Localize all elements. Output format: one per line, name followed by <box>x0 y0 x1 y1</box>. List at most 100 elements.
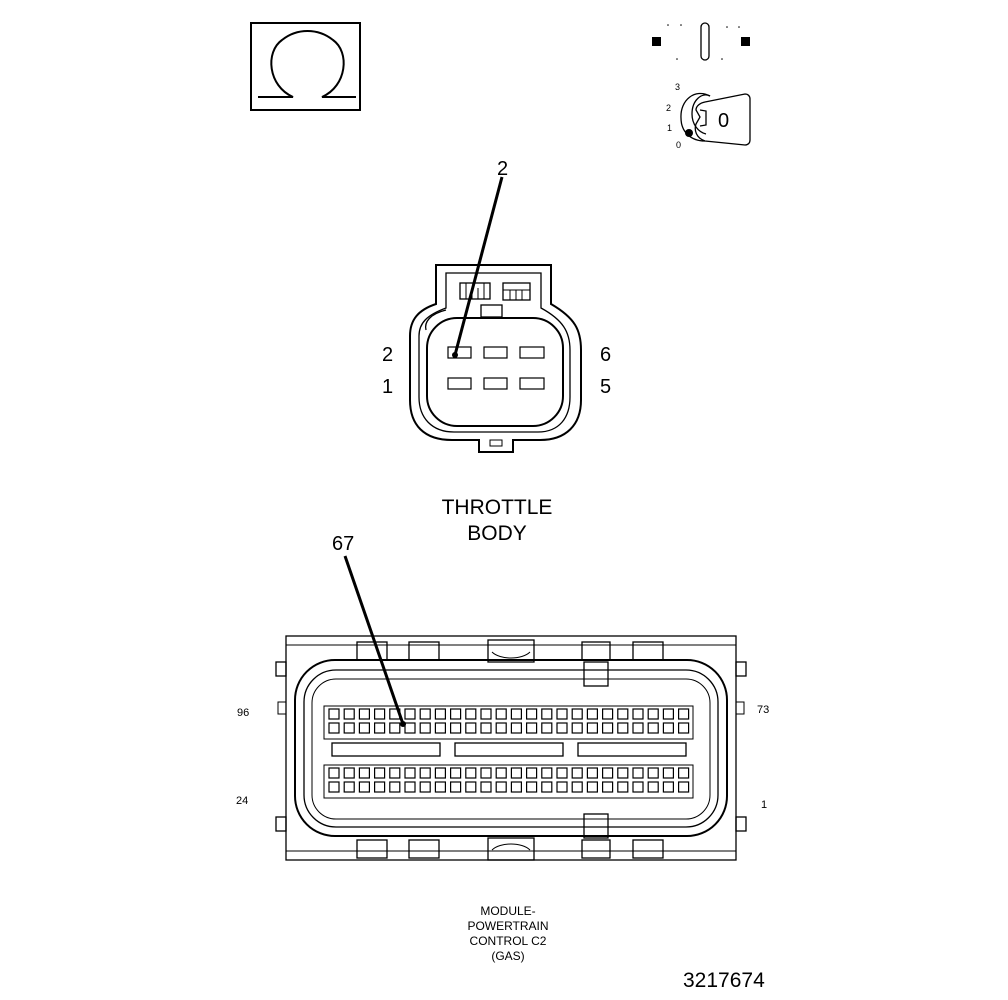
ignition-position-0: 0 <box>676 140 681 150</box>
ignition-key-label: 0 <box>718 110 729 132</box>
pcm-pin-cavity <box>450 781 462 793</box>
pcm-pin-cavity <box>647 722 659 734</box>
pcm-pin-cavity <box>495 722 507 734</box>
pcm-pin-cavity <box>617 708 629 720</box>
pcm-pin-cavity <box>374 708 386 720</box>
throttle-title-line1: THROTTLE <box>442 496 553 519</box>
pcm-pin-cavity <box>343 722 355 734</box>
pcm-pin-cavity <box>662 708 675 720</box>
pcm-pin-cavity <box>632 708 644 720</box>
pcm-pin-cavity <box>404 708 416 720</box>
pcm-pin-grid <box>328 708 690 793</box>
pcm-pin-cavity <box>450 767 462 779</box>
pcm-pin-cavity <box>510 708 522 720</box>
pcm-pin-cavity <box>525 767 538 779</box>
pcm-pin-cavity <box>510 781 522 793</box>
pcm-pin-cavity <box>601 767 614 779</box>
pcm-pin-cavity <box>632 722 644 734</box>
pcm-pin-cavity <box>480 722 492 734</box>
pcm-pin-cavity <box>480 708 492 720</box>
pcm-pin-cavity <box>541 722 553 734</box>
pcm-pin-cavity <box>571 781 583 793</box>
ignition-position-3: 3 <box>675 82 680 92</box>
pcm-caption-line1: MODULE- <box>480 904 535 918</box>
pcm-pin-cavity <box>617 767 629 779</box>
pcm-label-96: 96 <box>237 707 249 719</box>
pcm-pin-cavity <box>495 708 507 720</box>
pcm-pin-cavity <box>647 767 659 779</box>
pcm-pin-cavity <box>434 781 446 793</box>
pcm-pin-cavity <box>419 781 431 793</box>
callout-pin-67-label: 67 <box>332 533 354 555</box>
ohm-icon <box>250 22 361 111</box>
pcm-pin-cavity <box>541 708 553 720</box>
pcm-pin-cavity <box>389 767 401 779</box>
pcm-pin-cavity <box>662 722 675 734</box>
pcm-pin-cavity <box>404 722 416 734</box>
pcm-pin-cavity <box>465 708 477 720</box>
pcm-label-1: 1 <box>761 799 767 811</box>
pcm-pin-cavity <box>434 722 446 734</box>
pcm-pin-cavity <box>465 722 477 734</box>
throttle-right-label-top: 6 <box>600 344 611 366</box>
pcm-pin-cavity <box>632 781 644 793</box>
ignition-position-1: 1 <box>667 123 672 133</box>
throttle-body-connector <box>409 264 582 453</box>
pcm-pin-cavity <box>556 767 568 779</box>
pcm-pin-cavity <box>677 767 690 779</box>
throttle-right-label-bottom: 5 <box>600 376 611 398</box>
pcm-pin-cavity <box>617 722 629 734</box>
pcm-pin-cavity <box>647 781 659 793</box>
pcm-pin-cavity <box>328 767 340 779</box>
pcm-pin-cavity <box>343 708 355 720</box>
pcm-pin-cavity <box>450 708 462 720</box>
pcm-pin-cavity <box>358 781 370 793</box>
pcm-pin-cavity <box>571 722 583 734</box>
throttle-left-label-top: 2 <box>382 344 393 366</box>
pcm-pin-cavity <box>525 781 538 793</box>
pcm-pin-cavity <box>374 767 386 779</box>
pcm-pin-cavity <box>571 767 583 779</box>
pcm-pin-cavity <box>480 767 492 779</box>
pcm-caption-line3: CONTROL C2 <box>470 934 547 948</box>
pcm-caption-line2: POWERTRAIN <box>467 919 548 933</box>
pcm-pin-cavity <box>434 767 446 779</box>
pcm-pin-cavity <box>677 708 690 720</box>
pcm-pin-cavity <box>343 767 355 779</box>
pcm-pin-cavity <box>419 722 431 734</box>
pcm-pin-cavity <box>450 722 462 734</box>
pcm-caption-line4: (GAS) <box>491 949 524 963</box>
pcm-connector <box>275 635 747 861</box>
pcm-pin-cavity <box>617 781 629 793</box>
pcm-pin-cavity <box>510 767 522 779</box>
callout-line-pin-67 <box>343 555 405 725</box>
pcm-pin-cavity <box>525 722 538 734</box>
pcm-pin-cavity <box>525 708 538 720</box>
pcm-pin-cavity <box>328 708 340 720</box>
pcm-pin-cavity <box>389 722 401 734</box>
pcm-pin-cavity <box>662 767 675 779</box>
pcm-pin-cavity <box>404 781 416 793</box>
pcm-pin-cavity <box>601 708 614 720</box>
pcm-pin-cavity <box>419 708 431 720</box>
throttle-left-label-bottom: 1 <box>382 376 393 398</box>
pcm-pin-cavity <box>586 708 599 720</box>
pcm-pin-cavity <box>358 767 370 779</box>
pcm-pin-cavity <box>647 708 659 720</box>
pcm-pin-cavity <box>328 722 340 734</box>
figure-number: 3217674 <box>683 969 765 992</box>
callout-line-pin-2 <box>453 176 504 356</box>
pcm-pin-cavity <box>358 708 370 720</box>
pcm-pin-cavity <box>495 767 507 779</box>
pcm-pin-cavity <box>404 767 416 779</box>
pcm-label-73: 73 <box>757 704 769 716</box>
pcm-label-24: 24 <box>236 795 248 807</box>
pcm-pin-cavity <box>632 767 644 779</box>
pcm-pin-cavity <box>586 722 599 734</box>
pcm-pin-cavity <box>662 781 675 793</box>
pcm-pin-cavity <box>586 767 599 779</box>
pcm-pin-cavity <box>571 708 583 720</box>
pcm-pin-cavity <box>495 781 507 793</box>
pcm-pin-cavity <box>465 767 477 779</box>
